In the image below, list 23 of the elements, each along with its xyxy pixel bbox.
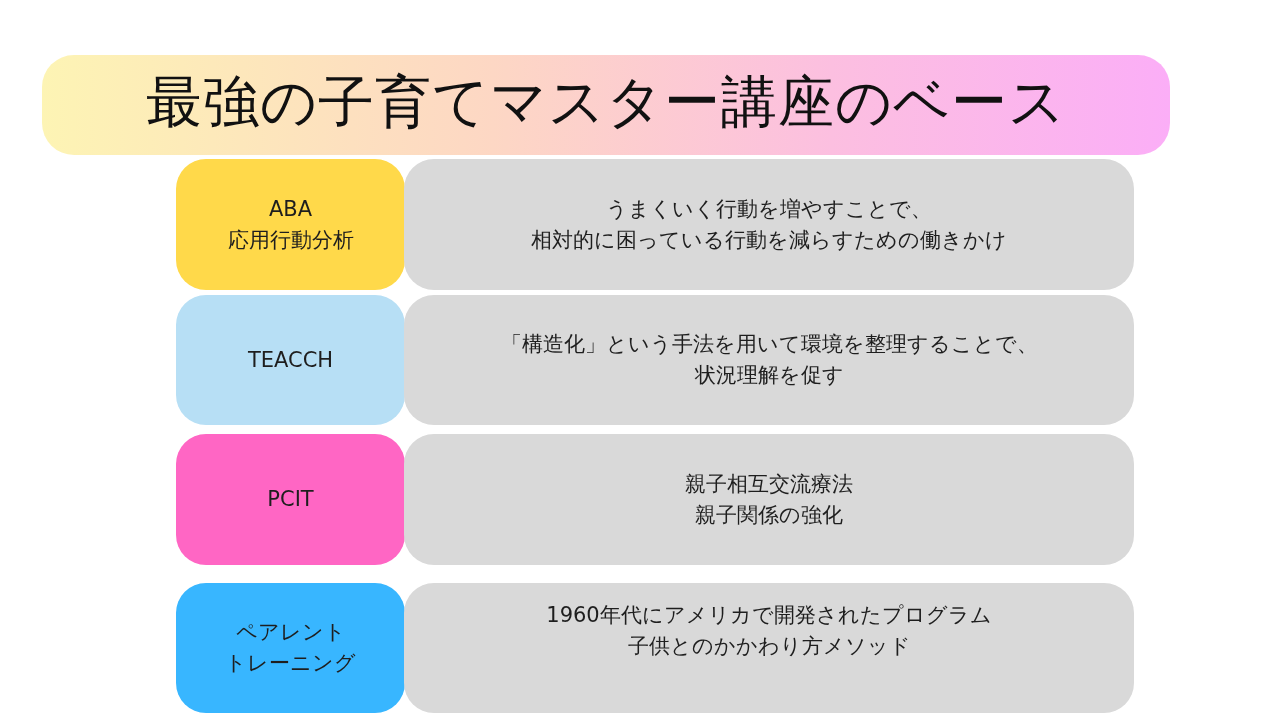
method-box <box>176 159 405 290</box>
description-text: 子供とのかかわり方メソッド <box>627 633 911 660</box>
description-text: 親子関係の強化 <box>695 501 843 529</box>
method-name: 応用行動分析 <box>227 226 354 254</box>
description-box <box>404 434 1134 565</box>
method-name: PCIT <box>267 486 314 513</box>
description-text: 1960年代にアメリカで開発されたプログラム <box>546 602 992 629</box>
method-box <box>176 434 405 565</box>
description-text: 相対的に困っている行動を減らすための働きかけ <box>531 226 1007 254</box>
description-text: 親子相互交流療法 <box>685 470 853 498</box>
title-banner: 最強の子育てマスター講座のベース <box>42 55 1170 155</box>
description-box <box>404 159 1134 290</box>
method-name: ABA <box>268 195 313 223</box>
method-box <box>176 295 405 425</box>
description-box <box>404 295 1134 425</box>
method-box <box>176 583 405 713</box>
description-text: うまくいく行動を増やすことで、 <box>606 195 932 223</box>
description-box <box>404 583 1134 713</box>
method-name: ペアレント <box>235 619 346 646</box>
description-text: 状況理解を促す <box>694 362 844 389</box>
description-text: 「構造化」という手法を用いて環境を整理することで、 <box>500 331 1038 358</box>
method-name: トレーニング <box>225 650 356 677</box>
method-name: TEACCH <box>247 346 334 374</box>
